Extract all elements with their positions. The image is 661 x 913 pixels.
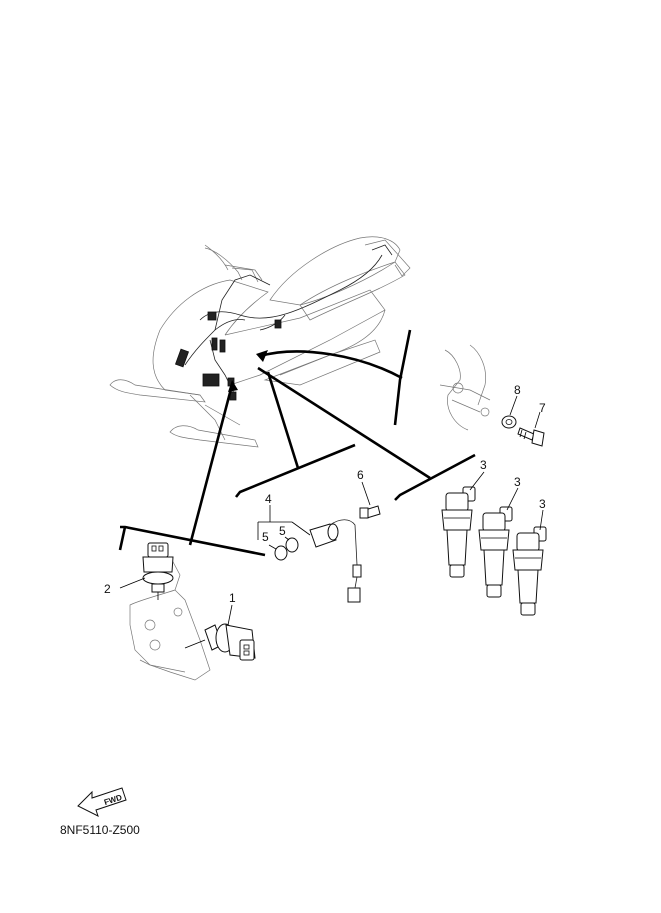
- ignition-coil-part-3-c: [512, 509, 547, 616]
- bracket-detail: [439, 344, 491, 431]
- leader-lines: [118, 329, 476, 557]
- callout-3a: 3: [480, 458, 487, 472]
- bolt-part-6: [359, 481, 381, 519]
- callout-4: 4: [265, 492, 272, 506]
- callout-5a: 5: [262, 530, 269, 544]
- wire-harness: [174, 244, 393, 401]
- pressure-switch-part-1: [184, 604, 256, 661]
- bolt-part-7: [517, 411, 545, 447]
- housing-block: [129, 559, 211, 681]
- callout-6: 6: [357, 468, 364, 482]
- forward-arrow-icon: FWD: [77, 787, 127, 817]
- ignition-coil-part-3-b: [478, 487, 519, 598]
- callout-7: 7: [539, 401, 546, 415]
- callout-1: 1: [229, 591, 236, 605]
- callout-2: 2: [104, 582, 111, 596]
- washer-part-8: [501, 395, 518, 429]
- pressure-switch-part-2: [119, 542, 174, 600]
- callout-3b: 3: [514, 475, 521, 489]
- o-ring-part-5-b: [284, 536, 299, 553]
- callout-numbers: 1 2 3 3 3 4 5 5 6 7 8: [104, 383, 546, 605]
- speed-sensor-part-4: [257, 505, 362, 603]
- o-ring-part-5-a: [268, 544, 288, 561]
- ignition-coil-part-3-a: [441, 471, 485, 578]
- callout-8: 8: [514, 383, 521, 397]
- callout-3c: 3: [539, 497, 546, 511]
- callout-5b: 5: [279, 524, 286, 538]
- drawing-code: 8NF5110-Z500: [60, 823, 140, 837]
- snowmobile-outline: [109, 236, 411, 448]
